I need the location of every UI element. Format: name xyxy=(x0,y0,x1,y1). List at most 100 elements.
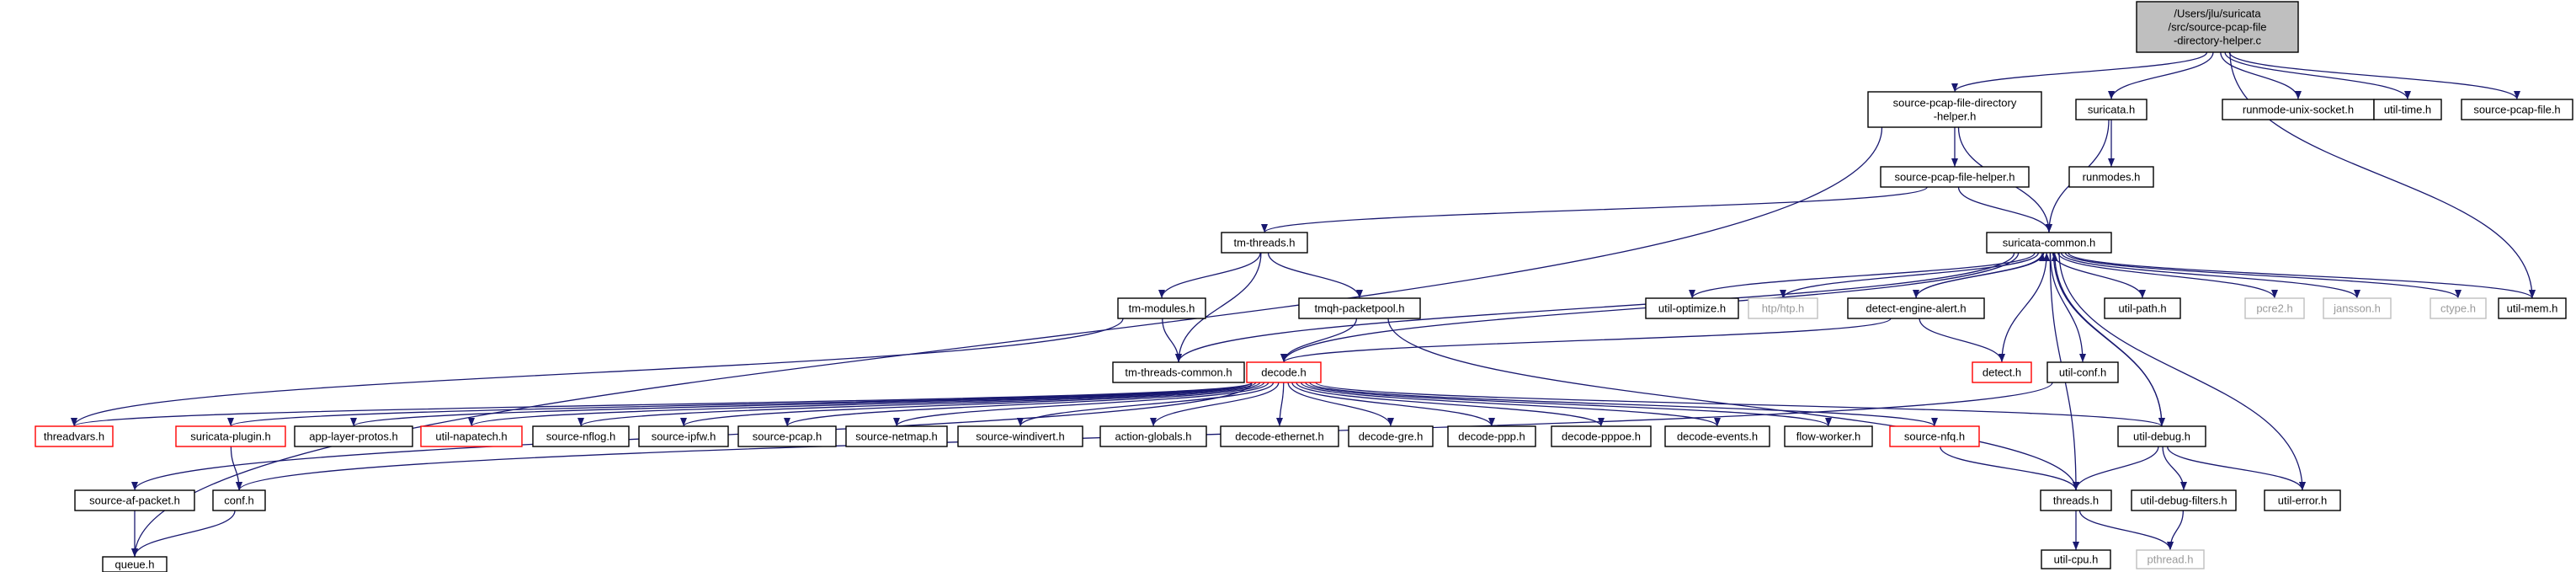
node-nflog[interactable]: source-nflog.h xyxy=(532,425,630,447)
include-edge-util_debug-to-sc_common xyxy=(2051,252,2163,427)
node-flow-worker[interactable]: flow-worker.h xyxy=(1784,425,1873,447)
node-box xyxy=(2046,361,2119,383)
include-edge-sc_common-to-util_conf xyxy=(2049,252,2086,363)
include-edge-conf-to-queue xyxy=(131,510,236,558)
node-netmap[interactable]: source-netmap.h xyxy=(845,425,948,447)
include-edge-spfdh-to-queue xyxy=(131,126,1883,558)
node-label: runmodes.h xyxy=(2083,171,2141,184)
node-spfdh[interactable]: source-pcap-file-directory-helper.h xyxy=(1867,91,2042,128)
node-label: tmqh-packetpool.h xyxy=(1315,302,1405,315)
node-threadvars[interactable]: threadvars.h xyxy=(35,425,114,447)
node-box xyxy=(638,425,729,447)
node-box xyxy=(2323,297,2392,319)
node-detect[interactable]: detect.h xyxy=(1972,361,2032,383)
include-edge-root-to-spf_h xyxy=(2228,51,2520,100)
node-action[interactable]: action-globals.h xyxy=(1099,425,1207,447)
include-edge-decode-to-alp xyxy=(350,382,1253,427)
node-d-pppoe[interactable]: decode-pppoe.h xyxy=(1551,425,1652,447)
include-edge-decode-to-spcap xyxy=(784,382,1265,427)
node-tm-common[interactable]: tm-threads-common.h xyxy=(1112,361,1245,383)
node-detect-alert[interactable]: detect-engine-alert.h xyxy=(1847,297,1985,319)
node-spcap[interactable]: source-pcap.h xyxy=(737,425,837,447)
node-spfh[interactable]: source-pcap-file-helper.h xyxy=(1880,166,2030,188)
node-d-gre[interactable]: decode-gre.h xyxy=(1348,425,1434,447)
node-box xyxy=(2075,99,2148,120)
node-box xyxy=(2104,297,2181,319)
node-label: source-pcap-file-directory xyxy=(1893,97,2017,110)
node-root[interactable]: /Users/jlu/suricata/src/source-pcap-file… xyxy=(2136,1,2299,53)
node-windivert[interactable]: source-windivert.h xyxy=(957,425,1083,447)
node-plugin[interactable]: suricata-plugin.h xyxy=(175,425,286,447)
node-d-ppp[interactable]: decode-ppp.h xyxy=(1447,425,1536,447)
include-edge-tm_threads-to-tmqh xyxy=(1267,252,1363,299)
node-util-optimize[interactable]: util-optimize.h xyxy=(1645,297,1739,319)
node-box xyxy=(2222,99,2375,120)
node-htp: htp/htp.h xyxy=(1748,297,1818,319)
node-tm-threads[interactable]: tm-threads.h xyxy=(1221,232,1308,254)
node-tm-modules[interactable]: tm-modules.h xyxy=(1117,297,1206,319)
include-edge-debug_filters-to-pthread xyxy=(2167,510,2185,551)
node-box xyxy=(2461,99,2573,120)
node-ipfw[interactable]: source-ipfw.h xyxy=(638,425,729,447)
node-box xyxy=(2264,489,2341,511)
node-box xyxy=(957,425,1083,447)
node-alp[interactable]: app-layer-protos.h xyxy=(294,425,413,447)
node-util-cpu[interactable]: util-cpu.h xyxy=(2041,549,2111,569)
node-box xyxy=(1348,425,1434,447)
node-util-conf[interactable]: util-conf.h xyxy=(2046,361,2119,383)
include-edge-decode-to-ipfw xyxy=(680,382,1261,427)
node-label: source-ipfw.h xyxy=(652,430,716,443)
include-edge-root-to-runmode_unix xyxy=(2220,51,2302,100)
node-d-eth[interactable]: decode-ethernet.h xyxy=(1220,425,1339,447)
node-runmodes[interactable]: runmodes.h xyxy=(2068,166,2154,188)
node-tmqh[interactable]: tmqh-packetpool.h xyxy=(1298,297,1421,319)
include-edge-decode-to-d_gre xyxy=(1287,382,1394,427)
node-threads[interactable]: threads.h xyxy=(2040,489,2112,511)
node-label: /src/source-pcap-file xyxy=(2168,21,2266,34)
node-spf-h[interactable]: source-pcap-file.h xyxy=(2461,99,2573,120)
node-box xyxy=(1551,425,1652,447)
node-box xyxy=(1664,425,1770,447)
node-util-error[interactable]: util-error.h xyxy=(2264,489,2341,511)
include-edge-sc_common-to-ctype xyxy=(2064,252,2462,299)
include-edge-decode-to-netmap xyxy=(893,382,1269,427)
include-edge-sc_common-to-tm_common xyxy=(1175,252,2015,363)
node-util-mem[interactable]: util-mem.h xyxy=(2498,297,2567,319)
node-queue[interactable]: queue.h xyxy=(102,556,168,572)
node-sc-common[interactable]: suricata-common.h xyxy=(1986,232,2112,254)
node-pcre2: pcre2.h xyxy=(2244,297,2305,319)
include-edge-detect-to-sc_common xyxy=(2001,252,2051,363)
node-box xyxy=(1298,297,1421,319)
include-edge-threads-to-pthread xyxy=(2078,510,2174,551)
node-suricata-h[interactable]: suricata.h xyxy=(2075,99,2148,120)
node-box xyxy=(294,425,413,447)
node-d-events[interactable]: decode-events.h xyxy=(1664,425,1770,447)
node-label: -directory-helper.c xyxy=(2174,35,2262,47)
nodes-layer: /Users/jlu/suricata/src/source-pcap-file… xyxy=(35,1,2573,572)
node-label: htp/htp.h xyxy=(1762,302,1805,315)
node-util-path[interactable]: util-path.h xyxy=(2104,297,2181,319)
node-napatech[interactable]: util-napatech.h xyxy=(420,425,523,447)
include-edge-decode-to-d_eth xyxy=(1276,382,1285,427)
node-debug-filters[interactable]: util-debug-filters.h xyxy=(2131,489,2237,511)
node-runmode-unix[interactable]: runmode-unix-socket.h xyxy=(2222,99,2375,120)
node-box xyxy=(1645,297,1739,319)
node-label: source-windivert.h xyxy=(976,430,1065,443)
node-label: threadvars.h xyxy=(44,430,104,443)
node-label: tm-threads.h xyxy=(1234,237,1296,249)
node-label: queue.h xyxy=(115,559,155,571)
node-conf[interactable]: conf.h xyxy=(212,489,266,511)
node-box xyxy=(845,425,948,447)
node-af-packet[interactable]: source-af-packet.h xyxy=(74,489,195,511)
include-edge-sc_common-to-util_mem xyxy=(2068,252,2536,299)
include-edge-root-to-util_time xyxy=(2224,51,2411,100)
include-edge-decode-to-d_events xyxy=(1300,382,1721,427)
node-nfq[interactable]: source-nfq.h xyxy=(1889,425,1980,447)
node-util-time[interactable]: util-time.h xyxy=(2373,99,2442,120)
node-decode[interactable]: decode.h xyxy=(1246,361,1322,383)
node-label: tm-modules.h xyxy=(1129,302,1195,315)
node-label: util-debug.h xyxy=(2133,430,2190,443)
include-edge-detect_alert-to-detect xyxy=(1919,318,2005,363)
node-util-debug[interactable]: util-debug.h xyxy=(2117,425,2206,447)
node-label: util-mem.h xyxy=(2507,302,2558,315)
